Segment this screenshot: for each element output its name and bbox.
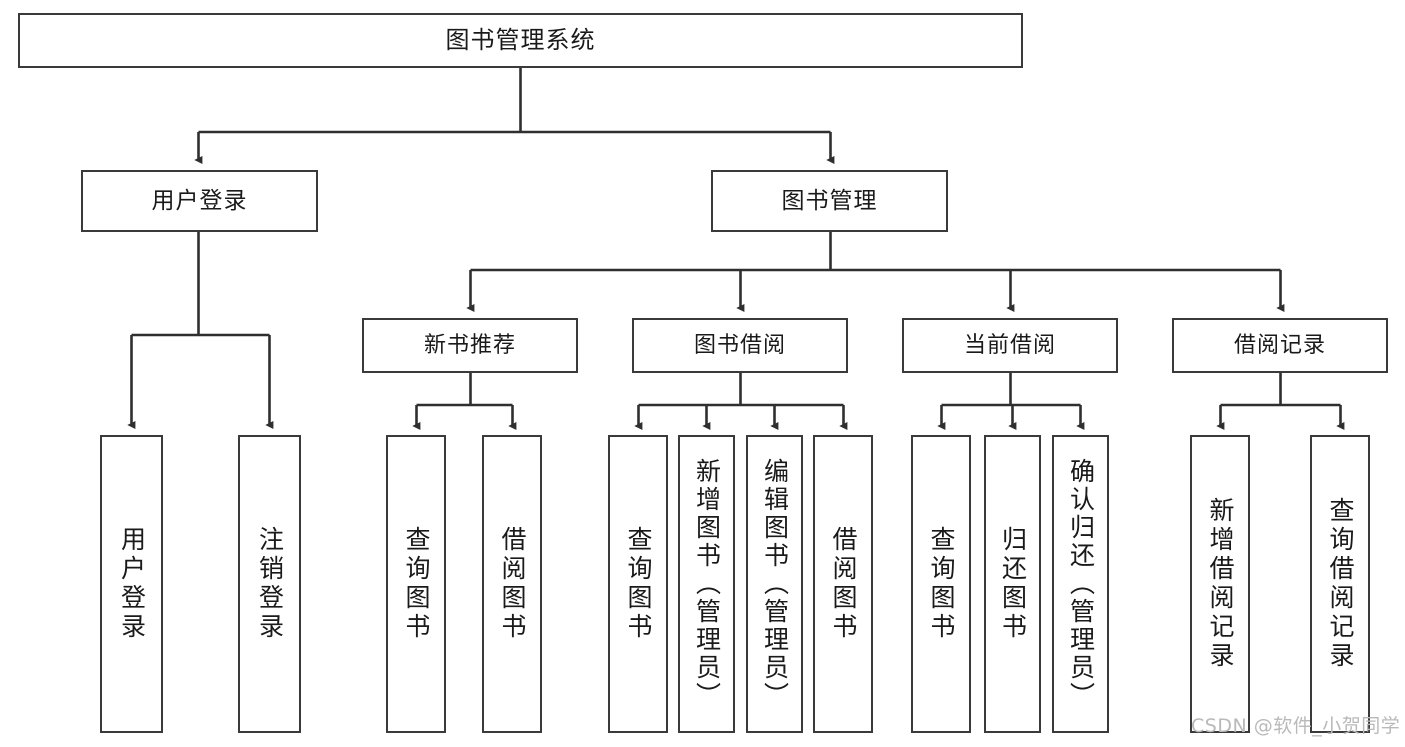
- node-user-login-label: 用户登录: [151, 187, 248, 214]
- leaf-query-book-current-label: 查询图书: [927, 526, 956, 642]
- leaf-query-book-borrow[interactable]: 查询图书: [608, 435, 668, 733]
- node-new-book-recommend[interactable]: 新书推荐: [362, 318, 578, 373]
- leaf-user-login-label: 用户登录: [117, 526, 147, 642]
- leaf-confirm-return-admin-label: 确认归还（管理员）: [1066, 458, 1096, 710]
- leaf-return-book[interactable]: 归还图书: [984, 435, 1041, 733]
- leaf-user-login[interactable]: 用户登录: [100, 435, 163, 733]
- leaf-add-book-admin-label: 新增图书（管理员）: [692, 458, 722, 710]
- node-current-borrow[interactable]: 当前借阅: [902, 318, 1118, 373]
- node-root-label: 图书管理系统: [445, 25, 596, 54]
- leaf-borrow-book-recommend-label: 借阅图书: [498, 526, 527, 642]
- leaf-query-book-current[interactable]: 查询图书: [911, 435, 971, 733]
- leaf-query-book-recommend-label: 查询图书: [402, 526, 431, 642]
- leaf-query-book-recommend[interactable]: 查询图书: [386, 435, 446, 733]
- leaf-borrow-book-label: 借阅图书: [829, 526, 858, 642]
- node-current-borrow-label: 当前借阅: [963, 332, 1056, 358]
- leaf-query-book-borrow-label: 查询图书: [624, 526, 653, 642]
- leaf-edit-book-admin[interactable]: 编辑图书（管理员）: [746, 435, 803, 733]
- leaf-borrow-book[interactable]: 借阅图书: [813, 435, 873, 733]
- leaf-query-borrow-record-label: 查询借阅记录: [1326, 497, 1355, 671]
- leaf-add-borrow-record-label: 新增借阅记录: [1206, 497, 1235, 671]
- leaf-borrow-book-recommend[interactable]: 借阅图书: [482, 435, 542, 733]
- node-book-borrow-label: 图书借阅: [693, 332, 786, 358]
- leaf-confirm-return-admin[interactable]: 确认归还（管理员）: [1052, 435, 1109, 733]
- csdn-watermark: CSDN @软件_小贺同学: [1191, 715, 1401, 737]
- node-user-login[interactable]: 用户登录: [81, 170, 318, 232]
- leaf-user-logout-label: 注销登录: [255, 526, 285, 642]
- node-book-manage-label: 图书管理: [781, 187, 878, 214]
- node-new-book-recommend-label: 新书推荐: [423, 332, 516, 358]
- leaf-add-borrow-record[interactable]: 新增借阅记录: [1190, 435, 1250, 733]
- node-root-system[interactable]: 图书管理系统: [18, 13, 1023, 68]
- leaf-edit-book-admin-label: 编辑图书（管理员）: [760, 458, 790, 710]
- leaf-user-logout[interactable]: 注销登录: [238, 435, 301, 733]
- node-book-borrow[interactable]: 图书借阅: [632, 318, 848, 373]
- leaf-query-borrow-record[interactable]: 查询借阅记录: [1310, 435, 1370, 733]
- node-borrow-record[interactable]: 借阅记录: [1172, 318, 1388, 373]
- leaf-add-book-admin[interactable]: 新增图书（管理员）: [678, 435, 735, 733]
- node-book-manage[interactable]: 图书管理: [711, 170, 948, 232]
- leaf-return-book-label: 归还图书: [998, 526, 1028, 642]
- node-borrow-record-label: 借阅记录: [1233, 332, 1326, 358]
